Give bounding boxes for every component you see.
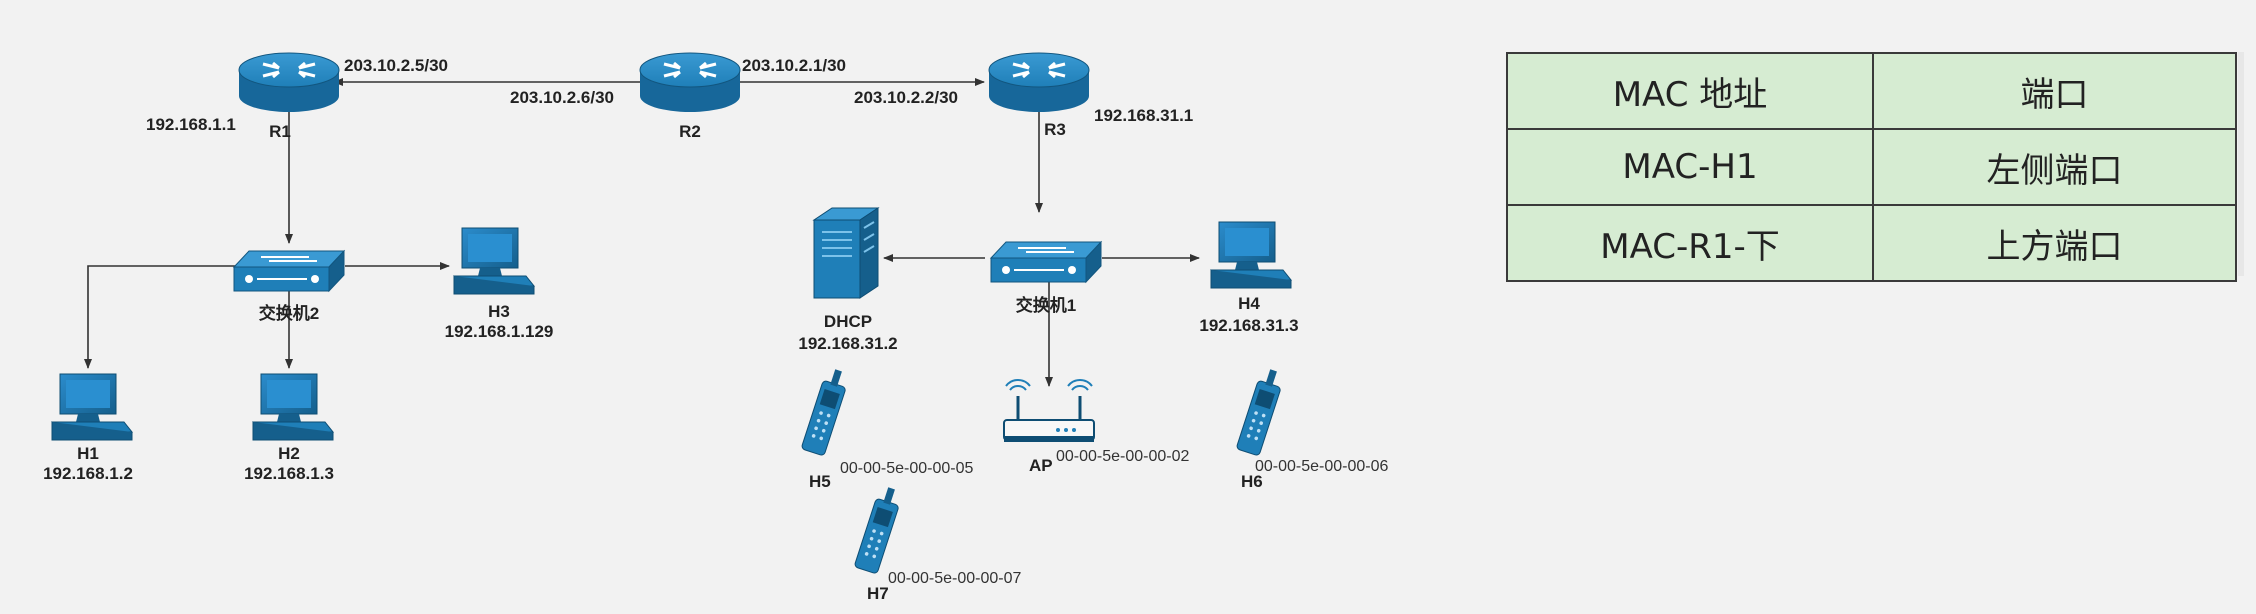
r2-right-port-label: 203.10.2.1/30 (742, 56, 846, 75)
mac-table-row: MAC-H1 左侧端口 (1506, 128, 2237, 206)
dhcp-server-icon (812, 207, 880, 299)
h3-ip-label: 192.168.1.129 (444, 322, 554, 341)
mac-address-table: MAC 地址 端口 MAC-H1 左侧端口 MAC-R1-下 上方端口 (1506, 52, 2237, 282)
table-edge-divider (2238, 52, 2244, 276)
r2-left-port-label: 203.10.2.6/30 (510, 88, 614, 107)
mac-table-header-port: 端口 (1872, 52, 2237, 130)
mac-table-cell-mac: MAC-H1 (1506, 128, 1874, 206)
host-h4-pc (1210, 221, 1292, 289)
switch2-label: 交换机2 (258, 304, 320, 323)
ap-name-label: AP (1029, 456, 1053, 475)
r1-port-label: 203.10.2.5/30 (344, 56, 448, 75)
network-links (84, 78, 1200, 387)
host-h6-phone (1235, 366, 1286, 457)
access-point-icon (1003, 379, 1095, 442)
mac-table-header-mac: MAC 地址 (1506, 52, 1874, 130)
r1-name-label: R1 (269, 122, 291, 141)
h4-name-label: H4 (1238, 294, 1260, 313)
r3-port-label: 203.10.2.2/30 (854, 88, 958, 107)
h1-ip-label: 192.168.1.2 (43, 464, 133, 483)
mac-table-header-row: MAC 地址 端口 (1506, 52, 2237, 130)
mac-table-cell-mac: MAC-R1-下 (1506, 204, 1874, 282)
host-h3-pc (453, 227, 535, 295)
h1-name-label: H1 (77, 444, 99, 463)
host-h1-pc (51, 373, 133, 441)
h6-name-label: H6 (1241, 472, 1263, 491)
r2-name-label: R2 (679, 122, 701, 141)
mac-table-row: MAC-R1-下 上方端口 (1506, 204, 2237, 282)
h2-name-label: H2 (278, 444, 300, 463)
r3-name-label: R3 (1044, 120, 1066, 139)
router-r3 (987, 51, 1091, 114)
r1-ip-label: 192.168.1.1 (146, 115, 236, 134)
h7-mac-label: 00-00-5e-00-00-07 (888, 570, 1022, 587)
dhcp-ip-label: 192.168.31.2 (798, 334, 898, 353)
h2-ip-label: 192.168.1.3 (244, 464, 334, 483)
router-r2 (638, 51, 742, 114)
h3-name-label: H3 (488, 302, 510, 321)
h4-ip-label: 192.168.31.3 (1199, 316, 1299, 335)
router-r1 (237, 51, 341, 114)
ap-mac-label: 00-00-5e-00-00-02 (1056, 448, 1190, 465)
h6-mac-label: 00-00-5e-00-00-06 (1255, 458, 1389, 475)
switch-1 (990, 241, 1102, 283)
mac-table-cell-port: 上方端口 (1872, 204, 2237, 282)
h7-name-label: H7 (867, 584, 889, 603)
dhcp-name-label: DHCP (823, 312, 873, 331)
switch-2 (233, 250, 345, 292)
switch1-label: 交换机1 (1015, 296, 1077, 315)
host-h5-phone (800, 366, 851, 457)
link-switch2-h1 (84, 265, 235, 369)
h5-mac-label: 00-00-5e-00-00-05 (840, 460, 974, 477)
host-h7-phone (853, 484, 904, 575)
host-h2-pc (252, 373, 334, 441)
h5-name-label: H5 (809, 472, 831, 491)
mac-table-cell-port: 左侧端口 (1872, 128, 2237, 206)
r3-ip-label: 192.168.31.1 (1094, 106, 1194, 125)
